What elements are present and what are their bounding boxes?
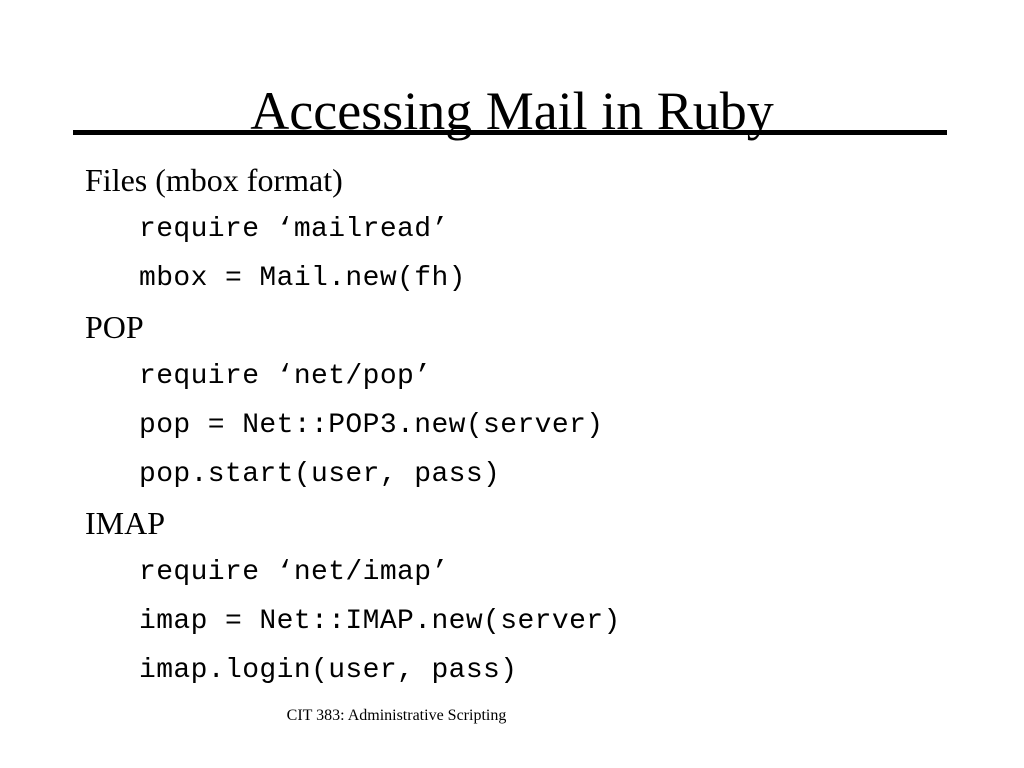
- title-divider: [73, 130, 947, 135]
- slide-footer: CIT 383: Administrative Scripting: [286, 707, 507, 724]
- section-heading-files: Files (mbox format): [85, 162, 343, 198]
- section-heading-imap: IMAP: [85, 505, 166, 541]
- section-pop: POP require ‘net/pop’ pop = Net::POP3.ne…: [0, 303, 1024, 499]
- code-line: require ‘mailread’: [139, 214, 449, 245]
- section-heading-pop: POP: [85, 309, 144, 345]
- code-line: mbox = Mail.new(fh): [139, 263, 466, 294]
- code-line: require ‘net/imap’: [139, 557, 449, 588]
- code-line: imap = Net::IMAP.new(server): [139, 606, 621, 637]
- code-line: require ‘net/pop’: [139, 361, 432, 392]
- section-files: Files (mbox format) require ‘mailread’ m…: [0, 156, 1024, 303]
- code-line: pop = Net::POP3.new(server): [139, 410, 604, 441]
- section-imap: IMAP require ‘net/imap’ imap = Net::IMAP…: [0, 499, 1024, 695]
- code-line: pop.start(user, pass): [139, 459, 501, 490]
- code-line: imap.login(user, pass): [139, 655, 518, 686]
- slide-body: Files (mbox format) require ‘mailread’ m…: [0, 156, 1024, 695]
